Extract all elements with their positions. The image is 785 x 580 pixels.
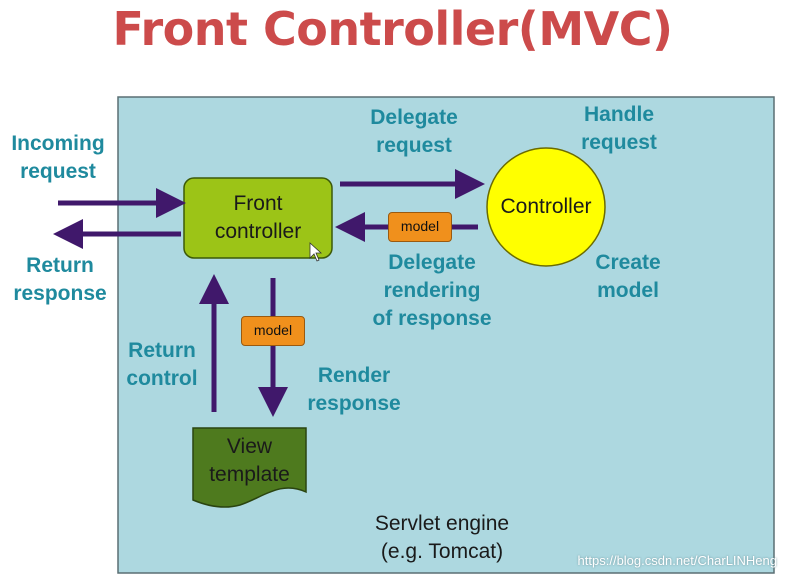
- render-response-label: Render response: [307, 364, 401, 415]
- controller-label: Controller: [500, 195, 592, 218]
- view-template-shape: [192, 427, 307, 508]
- controller-circle: [486, 147, 606, 267]
- delegate-rendering-label: Delegate rendering of response: [372, 251, 492, 330]
- return-control-label: Return control: [126, 339, 198, 390]
- page-title: Front Controller(MVC): [112, 2, 673, 56]
- front-controller-box: [183, 177, 333, 259]
- handle-request-label: Handle request: [581, 103, 657, 154]
- servlet-engine-label: Servlet engine (e.g. Tomcat): [374, 512, 510, 563]
- return-response-label: Return response: [13, 254, 107, 305]
- cursor-icon: [309, 242, 323, 262]
- view-template-label: View template: [209, 435, 290, 486]
- front-controller-label: Front controller: [214, 192, 302, 243]
- model-badge-view: model: [241, 316, 305, 346]
- delegate-request-label: Delegate request: [370, 106, 458, 157]
- create-model-label: Create model: [595, 251, 661, 302]
- watermark: https://blog.csdn.net/CharLINHeng: [577, 553, 777, 568]
- model-badge-controller: model: [388, 212, 452, 242]
- incoming-request-label: Incoming request: [11, 132, 105, 183]
